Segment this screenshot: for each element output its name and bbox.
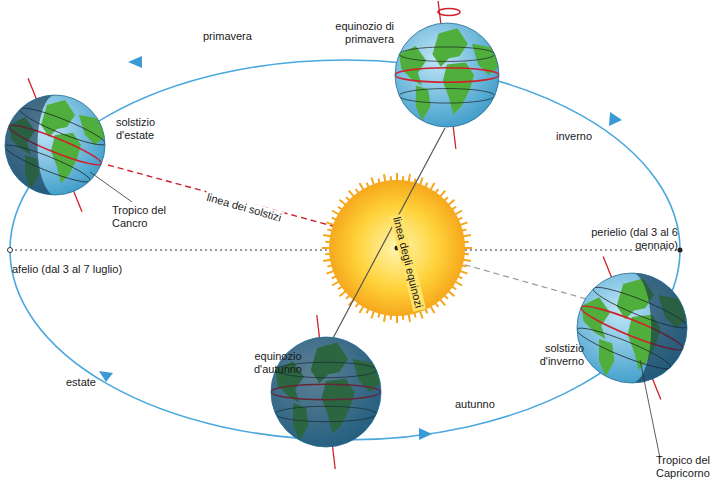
continent (599, 339, 614, 376)
earth (271, 315, 381, 469)
land (399, 28, 499, 121)
earth-outline (395, 23, 499, 127)
leader-line (640, 360, 660, 458)
night-side (5, 95, 55, 195)
earth-globes (2, 1, 690, 469)
equator (395, 68, 499, 83)
continent (581, 297, 610, 339)
earth (2, 78, 108, 212)
orbit-label: primavera (203, 30, 252, 43)
equinox-line (332, 128, 445, 340)
line-label: linea dei solstizi (203, 190, 284, 225)
sun (322, 173, 472, 323)
perihelion-point (678, 248, 683, 253)
orbit-label: equinozio d'autunno (240, 350, 316, 376)
earth (574, 257, 690, 400)
earth-outline (5, 95, 105, 195)
continent (51, 133, 81, 183)
earth-sea (395, 23, 499, 127)
orbit-label: equinozio di primavera (312, 20, 394, 46)
leader-line (90, 172, 132, 202)
aphelion-point (8, 248, 13, 253)
earth-outline (577, 273, 687, 383)
solstice-line (455, 262, 590, 300)
rotation-arrow (438, 9, 460, 16)
orbit-label: autunno (455, 398, 495, 411)
tropic-line (399, 89, 495, 104)
globe-part (395, 47, 499, 103)
orbit-label: afelio (dal 3 al 7 luglio) (12, 263, 127, 276)
continent (41, 100, 75, 137)
sun-disc (329, 180, 465, 316)
night-side (632, 273, 687, 383)
orbit-label: estate (66, 376, 96, 389)
earth (395, 1, 499, 149)
orbit-label: inverno (556, 130, 592, 143)
orbit-label: Tropico del Cancro (112, 204, 174, 230)
tropic-line (399, 47, 495, 62)
orbit-label: solstizio d'inverno (520, 342, 584, 368)
orbit-label: perielio (dal 3 al 6 gennaio) (562, 226, 678, 252)
continent (79, 115, 105, 145)
orbit-label: solstizio d'estate (116, 116, 176, 142)
continent (416, 85, 431, 120)
orbit-label: Tropico del Capricorno (656, 454, 714, 480)
